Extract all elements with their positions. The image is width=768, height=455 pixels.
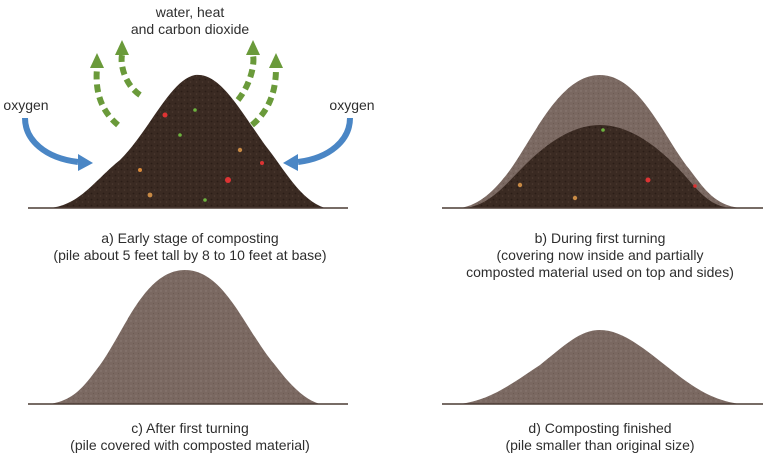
caption-panel-a: a) Early stage of composting (pile about… (30, 230, 350, 264)
caption-b-subtitle-line1: (covering now inside and partially (496, 247, 704, 263)
pile-early-stage (28, 74, 348, 209)
caption-a-title: a) Early stage of composting (101, 230, 279, 246)
caption-b-subtitle-line2: composted material used on top and sides… (466, 264, 734, 280)
caption-d-title: d) Composting finished (528, 420, 672, 436)
oxygen-label-left: oxygen (3, 97, 49, 113)
caption-panel-c: c) After first turning (pile covered wit… (30, 420, 350, 454)
gases-label-line1: water, heat (155, 4, 225, 20)
caption-b-title: b) During first turning (534, 230, 666, 246)
oxygen-label-right: oxygen (329, 97, 375, 113)
pile-after-first-turning (28, 270, 348, 405)
caption-c-subtitle: (pile covered with composted material) (70, 437, 310, 453)
pile-first-turning (442, 75, 763, 209)
oxygen-arrow-right-icon (283, 117, 353, 171)
gases-label: water, heat and carbon dioxide (120, 4, 260, 38)
caption-d-subtitle: (pile smaller than original size) (505, 437, 695, 453)
caption-a-subtitle: (pile about 5 feet tall by 8 to 10 feet … (53, 247, 327, 263)
gas-arrows-icon (93, 54, 279, 128)
caption-c-title: c) After first turning (131, 420, 249, 436)
caption-panel-d: d) Composting finished (pile smaller tha… (430, 420, 768, 454)
gases-label-line2: and carbon dioxide (130, 21, 250, 37)
oxygen-arrow-left-icon (22, 117, 93, 171)
caption-panel-b: b) During first turning (covering now in… (430, 230, 768, 281)
pile-composting-finished (442, 330, 763, 405)
